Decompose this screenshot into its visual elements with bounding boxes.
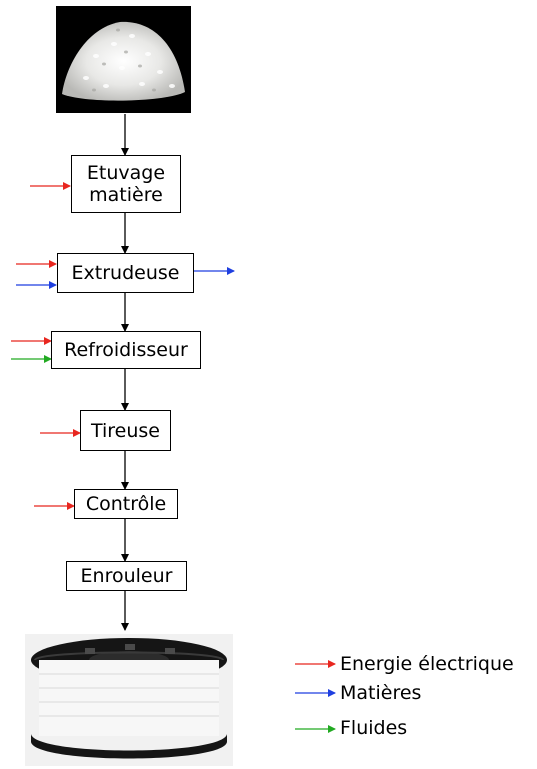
step-extrudeuse: Extrudeuse: [57, 253, 194, 293]
legend-fluid-label: Fluides: [340, 717, 408, 739]
legend-matter-label: Matières: [340, 682, 422, 704]
step-enrouleur: Enrouleur: [66, 561, 187, 591]
step-etuvage: Etuvage matière: [71, 155, 181, 213]
step-tireuse: Tireuse: [80, 410, 171, 451]
filament-spool-image: [25, 634, 233, 766]
step-controle: Contrôle: [74, 489, 178, 519]
step-refroidisseur: Refroidisseur: [51, 331, 201, 369]
plastic-pellets-image: [56, 6, 191, 113]
legend-energy-label: Energie électrique: [340, 653, 514, 675]
